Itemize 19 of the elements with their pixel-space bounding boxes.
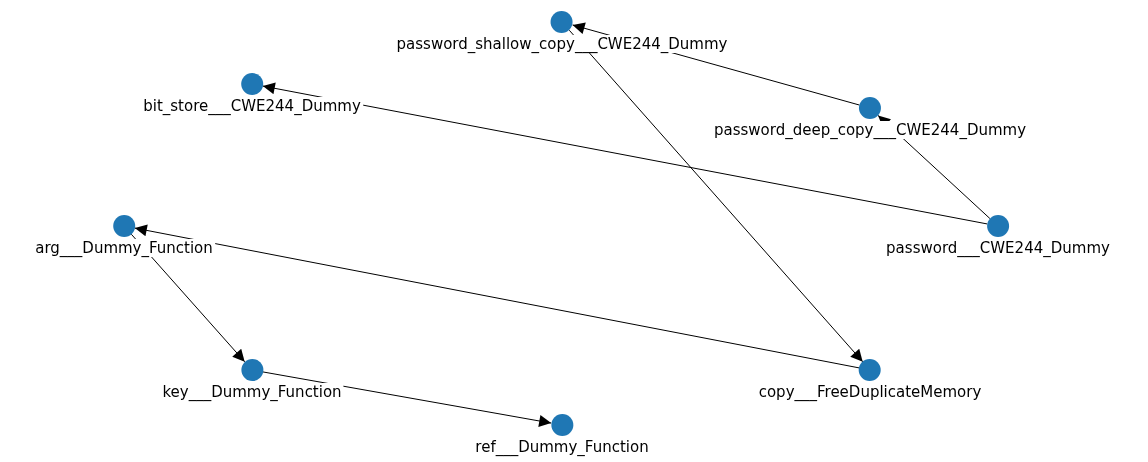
graph-node [394, 11, 730, 53]
node-label: bit_store___CWE244_Dummy [141, 97, 363, 115]
arrow [262, 82, 988, 225]
graph-node [884, 215, 1112, 257]
node-label: key___Dummy_Function [160, 383, 344, 401]
arrow [134, 224, 860, 369]
node-label: copy___FreeDuplicateMemory [756, 383, 984, 401]
node-label: password_shallow_copy___CWE244_Dummy [394, 35, 730, 53]
node-label: password___CWE244_Dummy [884, 239, 1112, 257]
arrow [130, 233, 246, 363]
arrow [568, 29, 864, 363]
graph-node [160, 359, 344, 401]
graph-node [756, 359, 984, 401]
node-label: ref___Dummy_Function [473, 438, 651, 456]
graph-node [33, 215, 215, 257]
graph-node [141, 73, 363, 115]
node-label: arg___Dummy_Function [33, 239, 215, 257]
arrow [262, 371, 552, 427]
graph-node [473, 414, 651, 456]
